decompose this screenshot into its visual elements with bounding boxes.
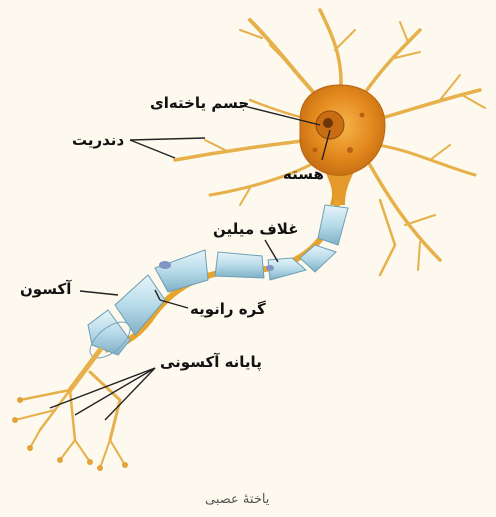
- leader-axon: [80, 291, 118, 295]
- label-myelin-sheath: غلاف میلین: [213, 222, 298, 237]
- cell-body: [300, 85, 385, 175]
- terminal-branch: [70, 350, 100, 390]
- dendrite-branch: [462, 95, 485, 108]
- terminal-branch: [90, 372, 120, 440]
- myelin-segment: [318, 205, 348, 245]
- dendrite-branch: [380, 200, 395, 275]
- myelin-segment: [155, 250, 208, 292]
- leader-terminal: [50, 368, 155, 408]
- terminal-branch: [75, 440, 90, 462]
- terminal-branch: [100, 440, 110, 468]
- dendrite-branch: [370, 165, 440, 260]
- dendrite-branch: [430, 145, 450, 160]
- dendrite-branch: [175, 140, 310, 160]
- myelin-segment: [215, 252, 264, 278]
- leader-dendrite: [130, 140, 175, 158]
- terminal-branch: [30, 430, 40, 448]
- leader-terminal: [75, 368, 155, 415]
- label-node-of-ranvier: گره رانویه: [190, 302, 266, 317]
- dendrite-branch: [375, 90, 480, 120]
- dendrite-branch: [378, 145, 475, 175]
- dendrite-branch: [405, 215, 435, 225]
- leader-dendrite: [130, 138, 205, 140]
- dendrite-branch: [400, 22, 408, 42]
- figure-caption: یاختهٔ عصبی: [205, 492, 269, 507]
- dendrite-branch: [335, 30, 355, 50]
- dendrite-branch: [320, 10, 341, 95]
- terminal-branch: [110, 440, 125, 465]
- label-cell-body: جسم یاخته‌ای: [150, 96, 249, 111]
- terminal-branch: [70, 390, 75, 440]
- label-nucleus: هسته: [283, 167, 324, 182]
- dendrite-branch: [240, 188, 250, 205]
- dendrite-branch: [205, 140, 225, 150]
- label-axon-terminal: پایانه آکسونی: [160, 355, 262, 370]
- label-dendrite: دندریت: [72, 133, 124, 148]
- terminal-branch: [60, 440, 75, 460]
- leader-myelin: [265, 240, 278, 262]
- dendrite-branch: [418, 242, 420, 270]
- label-axon: آکسون: [20, 282, 71, 297]
- dendrite-branch: [360, 30, 420, 100]
- myelin-segment: [300, 245, 336, 272]
- myelin-segment: [115, 275, 165, 335]
